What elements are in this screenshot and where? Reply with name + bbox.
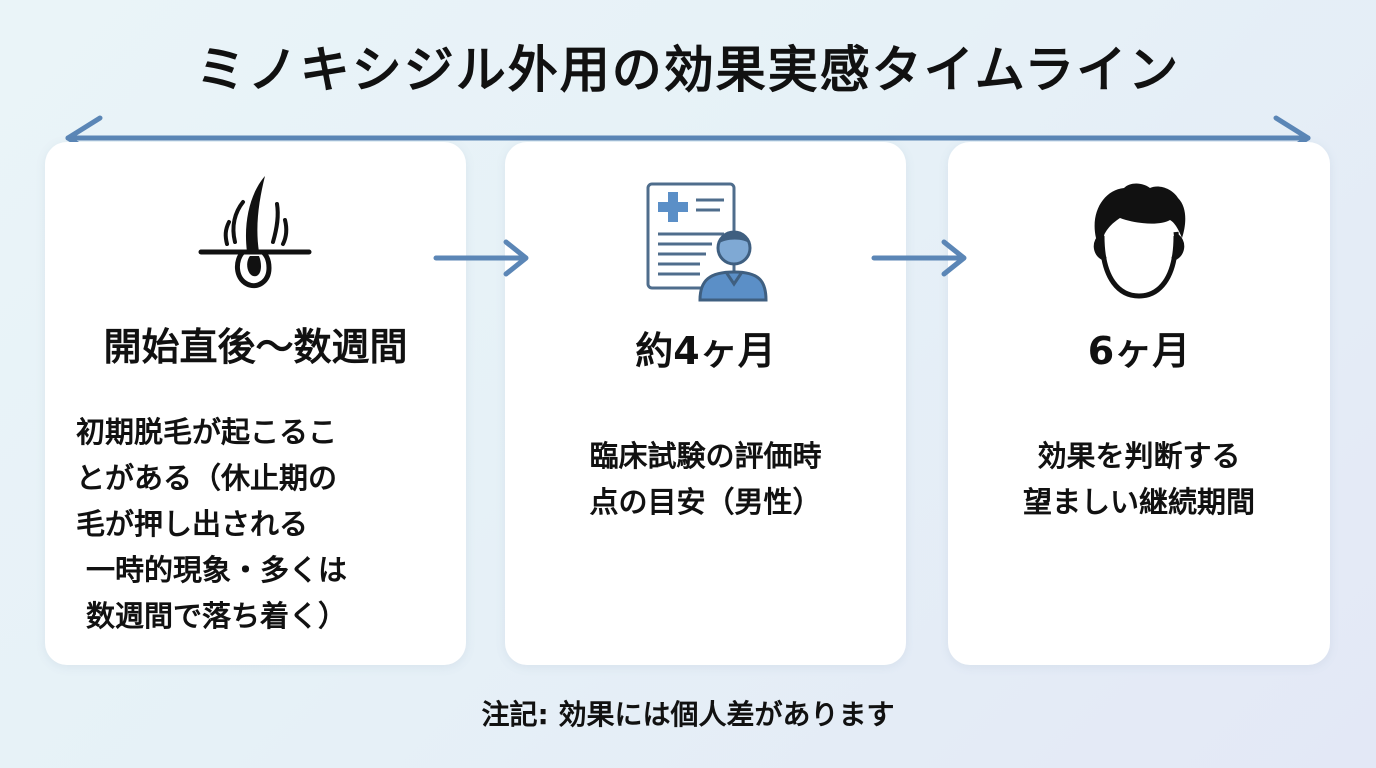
medical-report-doctor-icon — [646, 182, 768, 302]
step-heading: 約4ヶ月 — [635, 329, 776, 373]
step-description: 初期脱毛が起こるこ とがある（休止期の 毛が押し出される 一時的現象・多くは 数… — [76, 409, 456, 639]
description-line: 毛が押し出される — [76, 507, 309, 541]
description-line: とがある（休止期の — [76, 461, 338, 495]
step-description: 臨床試験の評価時 点の目安（男性） — [505, 433, 906, 525]
page-title: ミノキシジル外用の効果実感タイムライン — [195, 41, 1181, 99]
step-card-6-months — [948, 142, 1330, 665]
description-line: 一時的現象・多くは — [86, 553, 348, 587]
description-line: 効果を判断する — [1037, 439, 1241, 473]
person-face-icon — [1093, 183, 1186, 299]
step-arrow-right — [871, 239, 967, 277]
description-line: 望ましい継続期間 — [1022, 485, 1255, 519]
hair-follicle-icon — [198, 176, 312, 289]
footnote: 注記: 効果には個人差があります — [481, 698, 895, 731]
description-line: 初期脱毛が起こるこ — [76, 415, 338, 449]
step-heading: 6ヶ月 — [1087, 329, 1191, 373]
description-line: 臨床試験の評価時 — [589, 439, 822, 473]
step-description: 効果を判断する 望ましい継続期間 — [948, 433, 1330, 525]
description-line: 点の目安（男性） — [589, 485, 822, 519]
description-line: 数週間で落ち着く） — [86, 599, 348, 633]
step-heading: 開始直後〜数週間 — [103, 325, 408, 369]
step-arrow-right — [433, 239, 529, 277]
